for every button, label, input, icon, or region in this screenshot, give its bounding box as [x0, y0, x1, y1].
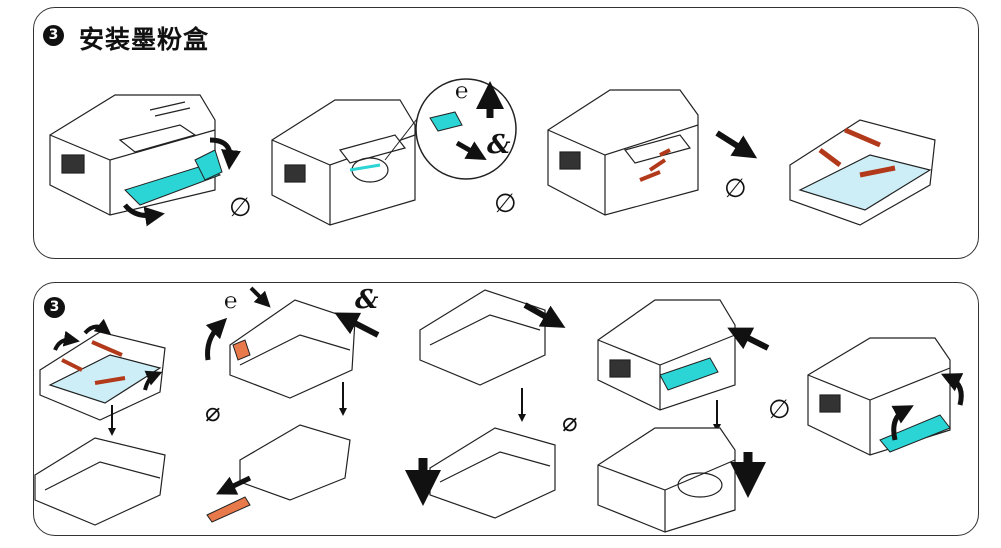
toner-cartridge-cyan-3: [879, 414, 951, 453]
step-symbol-null: ∅: [724, 174, 747, 204]
cartridge-pull-strip: [239, 424, 351, 501]
printer-insert: [597, 299, 736, 411]
toner-cartridge-cyan: [124, 149, 223, 206]
cartridge-clean: [34, 437, 166, 526]
cartridge-shake: [419, 289, 546, 386]
step-symbol-null-slash: ⌀: [562, 408, 578, 438]
toner-cartridge-cyan-2: [659, 357, 719, 391]
step-number-badge-2: 3: [44, 297, 65, 318]
arrow-right: [715, 130, 758, 159]
arrow-curl-6: [940, 373, 964, 406]
tab-cyan: [429, 111, 463, 132]
printer-insert-2: [597, 427, 736, 533]
arrow-curl-2: [83, 318, 112, 335]
step-symbol-null-slash: ⌀: [205, 398, 221, 428]
step-glyph-e: ℮: [455, 78, 469, 104]
step-title: 安装墨粉盒: [79, 25, 210, 54]
arrow-right-2: [523, 302, 566, 328]
printer-close-cover: [807, 337, 951, 456]
arrow-curl-5: [891, 405, 914, 441]
arrow-curved-right: [209, 137, 241, 170]
step-symbol-null: ∅: [768, 395, 791, 425]
arrow-curl-4: [205, 317, 228, 361]
printer-zoom-view: [271, 99, 416, 226]
arrow-diagonal: [455, 140, 487, 160]
strip-orange: [206, 496, 251, 523]
tape-strip-2: [818, 127, 896, 178]
step-glyph-amp-2: &: [355, 285, 379, 315]
cartridge-side-tab: [229, 299, 356, 399]
arrow-curl: [53, 330, 80, 351]
step-symbol-null: ∅: [494, 189, 517, 219]
printer-tape-view: [547, 89, 699, 216]
insert-spot: [677, 472, 723, 498]
step-symbol-null: ∅: [229, 193, 252, 223]
arrow-short: [249, 286, 271, 308]
tape-strip: [639, 148, 671, 182]
arrow-diag-left: [215, 475, 252, 495]
arrow-curved-left: [123, 203, 165, 227]
arrow-curl-3: [143, 370, 163, 391]
step-glyph-amp: &: [487, 130, 511, 160]
step-glyph-e-2: ℮: [224, 288, 238, 314]
cartridge-remove-tape: [39, 331, 166, 421]
step-number-badge: 3: [43, 25, 64, 46]
cartridge-shake-2: [429, 427, 556, 519]
arrow-left-down: [334, 312, 380, 338]
tab-orange: [232, 339, 251, 361]
arrow-left-2: [727, 327, 770, 351]
printer-open-front: [49, 94, 216, 216]
